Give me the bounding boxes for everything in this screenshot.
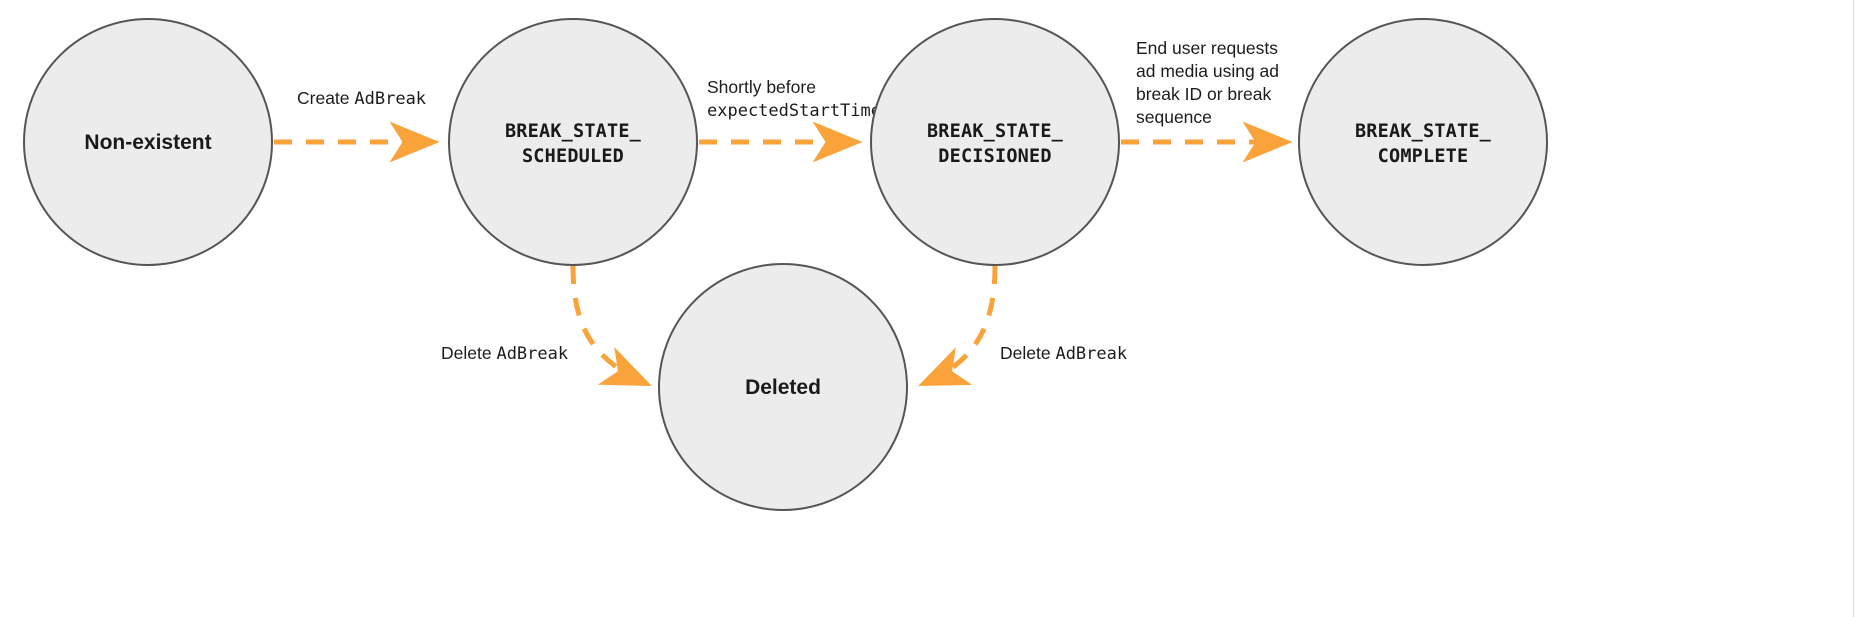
edge-delete-from-decisioned-line	[918, 265, 998, 386]
edge-create-adbreak: Create AdBreak	[274, 88, 440, 163]
page-edge-divider	[1853, 0, 1854, 617]
edge-create-adbreak-label-code: AdBreak	[354, 89, 426, 109]
node-non-existent-shape[interactable]	[23, 18, 273, 266]
edge-delete-adbreak-from-decisioned: Delete AdBreak	[918, 265, 1127, 386]
edge-shortly-before-label-prose: Shortly before	[707, 77, 816, 97]
edge-shortly-before-label-code: expectedStartTime	[707, 101, 881, 121]
edge-delete-from-scheduled-label: Delete AdBreak	[441, 343, 568, 364]
node-break-state-complete-shape[interactable]	[1298, 18, 1548, 266]
node-break-state-decisioned-label-line1: BREAK_STATE_	[927, 121, 1064, 142]
edge-delete-from-decisioned-label-code: AdBreak	[1055, 344, 1127, 364]
node-non-existent-label: Non-existent	[84, 131, 211, 154]
edge-end-user-requests-ad-media: End user requests ad media using ad brea…	[1121, 38, 1293, 163]
node-break-state-scheduled-shape[interactable]	[448, 18, 698, 266]
edge-delete-from-decisioned-label: Delete AdBreak	[1000, 343, 1127, 364]
edge-delete-from-scheduled-line	[570, 265, 652, 387]
node-deleted[interactable]: Deleted	[658, 263, 908, 511]
node-break-state-complete-label-line1: BREAK_STATE_	[1355, 121, 1492, 142]
node-break-state-decisioned-shape[interactable]	[870, 18, 1120, 266]
node-non-existent[interactable]: Non-existent	[23, 18, 273, 266]
edge-end-user-label-line2: ad media using ad	[1136, 61, 1279, 81]
edge-delete-from-scheduled-label-prose: Delete	[441, 343, 496, 363]
node-break-state-decisioned-label-line2: DECISIONED	[938, 146, 1051, 167]
node-break-state-complete-label-line2: COMPLETE	[1378, 146, 1469, 167]
node-break-state-decisioned[interactable]: BREAK_STATE_ DECISIONED	[870, 18, 1120, 266]
node-deleted-label: Deleted	[745, 376, 821, 399]
edge-shortly-before-expected-start-time: Shortly before expectedStartTime	[699, 77, 881, 163]
edge-create-adbreak-label: Create AdBreak	[297, 88, 426, 109]
node-break-state-scheduled-label-line1: BREAK_STATE_	[505, 121, 642, 142]
edge-end-user-label-line1: End user requests	[1136, 38, 1278, 58]
node-break-state-scheduled[interactable]: BREAK_STATE_ SCHEDULED	[448, 18, 698, 266]
node-break-state-complete[interactable]: BREAK_STATE_ COMPLETE	[1298, 18, 1548, 266]
node-break-state-scheduled-label-line2: SCHEDULED	[522, 146, 624, 167]
edge-delete-from-decisioned-label-prose: Delete	[1000, 343, 1055, 363]
node-deleted-shape[interactable]	[658, 263, 908, 511]
edge-end-user-label-line4: sequence	[1136, 107, 1212, 127]
edge-end-user-label-line3: break ID or break	[1136, 84, 1271, 104]
edge-create-adbreak-label-prose: Create	[297, 88, 354, 108]
edge-delete-adbreak-from-scheduled: Delete AdBreak	[441, 265, 652, 387]
edge-delete-from-scheduled-label-code: AdBreak	[496, 344, 568, 364]
